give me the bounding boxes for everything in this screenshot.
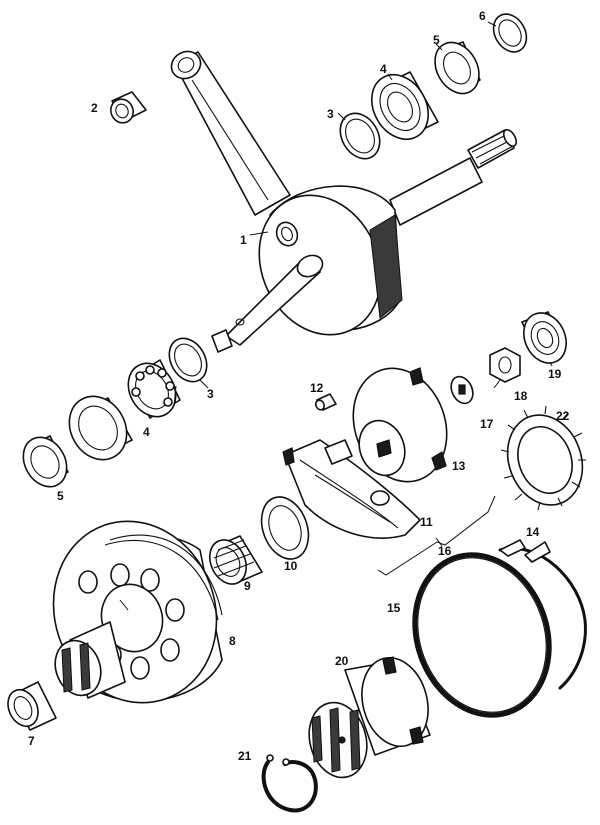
callout-2: 2: [91, 101, 98, 115]
callout-3-upper: 3: [327, 107, 334, 121]
part-5-seal-lower: [22, 435, 69, 488]
callout-1: 1: [240, 233, 247, 247]
part-19-ball-bearing: [521, 311, 567, 364]
part-8-clutch-bell: [52, 520, 223, 704]
callout-labels: 1 2 3 3 4 4 5 5 6 7 8 9 10 11 12 13 14 1…: [28, 9, 570, 763]
part-11-clutch-shoe: [282, 439, 421, 539]
callout-9: 9: [244, 579, 251, 593]
callout-14: 14: [526, 525, 540, 539]
callout-8: 8: [229, 634, 236, 648]
part-13-clutch-hub: [352, 367, 448, 483]
part-3-ring-upper: [339, 112, 381, 160]
part-22-lock-washer: [500, 405, 586, 511]
callout-17: 17: [480, 417, 494, 431]
callout-11: 11: [420, 515, 433, 529]
part-21-circlip: [261, 754, 318, 813]
part-7-sleeve: [7, 681, 57, 731]
part-bearing-lower: [68, 395, 133, 461]
callout-15: 15: [387, 601, 401, 615]
callout-16: 16: [438, 544, 452, 558]
callout-12: 12: [310, 381, 324, 395]
callout-20: 20: [335, 654, 349, 668]
part-5-seal-upper: [434, 41, 481, 95]
callout-5-lower: 5: [57, 489, 64, 503]
callout-10: 10: [284, 559, 298, 573]
leader-lines: [119, 21, 553, 611]
callout-13: 13: [452, 459, 466, 473]
callout-4-upper: 4: [380, 62, 387, 76]
callout-4-lower: 4: [143, 425, 150, 439]
part-4-bearing-upper: [370, 71, 439, 140]
callout-3-lower: 3: [207, 387, 214, 401]
callout-6: 6: [479, 9, 486, 23]
part-6-washer: [492, 13, 528, 53]
part-15-spring: [412, 552, 552, 718]
callout-7: 7: [28, 734, 35, 748]
part-1-crankshaft: [170, 50, 518, 353]
part-12-pin: [315, 393, 337, 411]
part-18-nut: [489, 347, 521, 383]
callout-5-upper: 5: [433, 33, 440, 47]
part-20-drive-gear: [308, 656, 431, 779]
part-2-bushing: [110, 91, 147, 124]
part-14-retaining-spring: [498, 539, 587, 690]
callout-22: 22: [556, 409, 570, 423]
callout-18: 18: [514, 389, 528, 403]
part-3-ring-lower: [168, 337, 208, 383]
part-10-washer: [260, 496, 310, 560]
part-4-roller-cage: [127, 359, 181, 419]
part-17-washer: [450, 375, 474, 405]
callout-21: 21: [238, 749, 252, 763]
part-9-needle-bearing: [208, 535, 263, 585]
callout-19: 19: [548, 367, 562, 381]
